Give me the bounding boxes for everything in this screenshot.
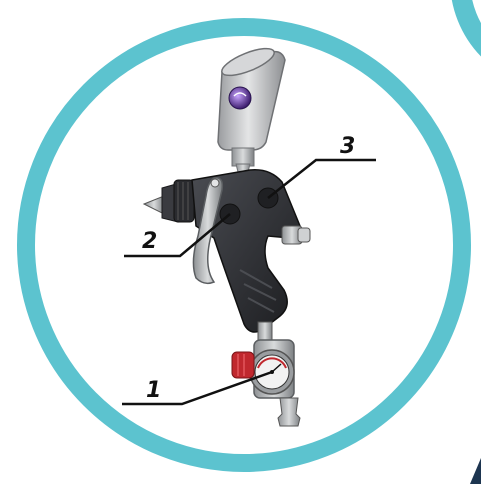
- regulator-knob: [232, 352, 254, 378]
- air-fitting: [278, 398, 300, 426]
- callout-label-2: 2: [142, 229, 157, 254]
- adjacent-ring-decoration: [460, 0, 481, 80]
- brand-logo-icon: [229, 87, 251, 109]
- callout-label-3: 3: [340, 134, 355, 159]
- corner-mark: [470, 458, 481, 484]
- air-inlet-stem: [258, 322, 272, 342]
- callout-label-1: 1: [146, 378, 161, 403]
